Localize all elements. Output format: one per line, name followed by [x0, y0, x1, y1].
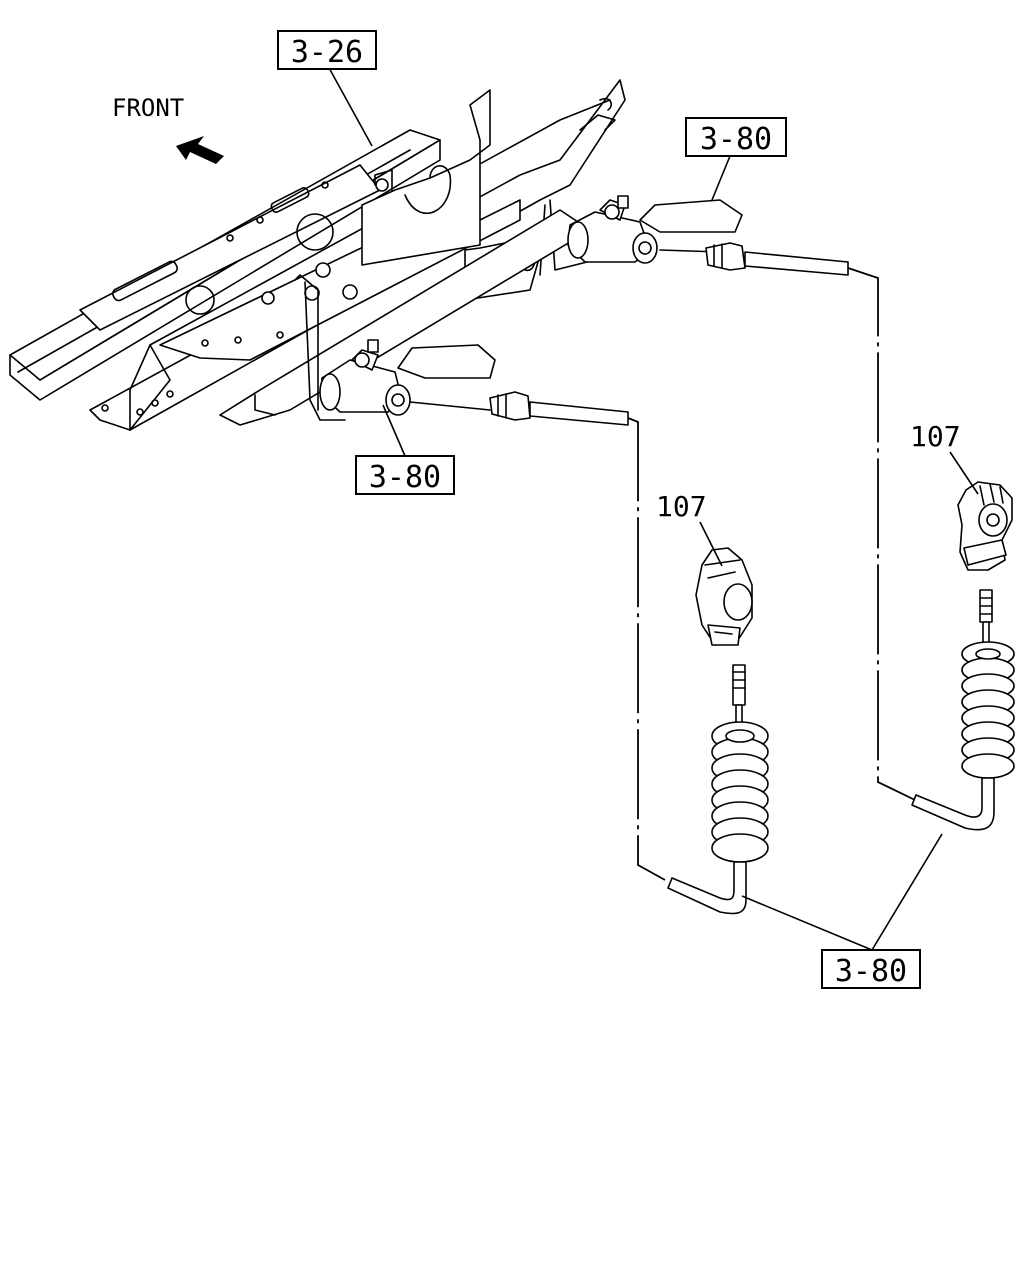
arrow-front-icon — [176, 136, 224, 164]
ref-label-3-26: 3-26 — [291, 35, 363, 70]
ref-label-3-80-bottom: 3-80 — [835, 954, 907, 989]
ref-box-3-80-bottom[interactable]: 3-80 — [821, 949, 921, 989]
hose-routing — [627, 267, 916, 881]
right-coil-hose — [911, 589, 1015, 831]
front-label: FRONT — [112, 94, 184, 122]
ref-box-3-26[interactable]: 3-26 — [277, 30, 377, 70]
upper-hose-fitting — [705, 242, 849, 276]
ref-box-3-80-lower[interactable]: 3-80 — [355, 455, 455, 495]
lower-hose-fitting — [489, 391, 629, 426]
leader-lines — [327, 65, 979, 951]
part-number-107-right[interactable]: 107 — [910, 420, 961, 453]
left-coil-hose — [667, 664, 769, 915]
lower-valve-assembly — [319, 339, 496, 416]
right-coupling-107 — [957, 481, 1013, 571]
upper-valve-assembly — [567, 195, 743, 264]
ref-label-3-80-lower: 3-80 — [369, 460, 441, 495]
part-number-107-left[interactable]: 107 — [656, 490, 707, 523]
front-indicator: FRONT — [112, 94, 224, 164]
chassis-frame — [9, 79, 626, 431]
ref-label-3-80-upper: 3-80 — [700, 122, 772, 157]
left-coupling-107 — [695, 547, 753, 646]
ref-box-3-80-upper[interactable]: 3-80 — [685, 117, 787, 157]
